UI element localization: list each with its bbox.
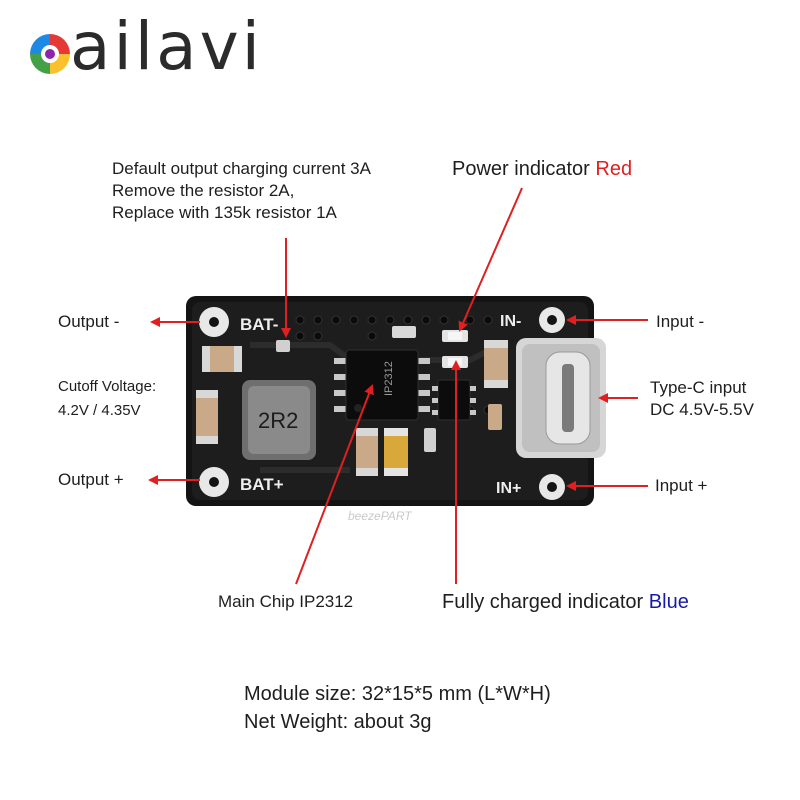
chip-marking: IP2312 [383, 361, 395, 396]
charge-current-note: Default output charging current 3A Remov… [112, 158, 371, 224]
cutoff-voltage-note: Cutoff Voltage: 4.2V / 4.35V [58, 375, 156, 423]
cutoff-line2: 4.2V / 4.35V [58, 402, 141, 419]
fully-charged-prefix: Fully charged indicator [442, 591, 649, 613]
net-weight: Net Weight: about 3g [244, 711, 432, 733]
output-plus-label: Output + [58, 470, 124, 489]
module-size: Module size: 32*15*5 mm (L*W*H) [244, 683, 551, 705]
passive-components [196, 326, 508, 476]
power-indicator-color-word: Red [595, 158, 633, 180]
input-minus-label: Input - [656, 312, 705, 331]
watermark: beezePART [348, 509, 413, 523]
typec-line2: DC 4.5V-5.5V [650, 400, 754, 419]
brand-logo: ailavi [18, 8, 260, 100]
in-plus-pad [539, 474, 565, 500]
inductor-label: 2R2 [258, 408, 298, 433]
arrow-main-chip [295, 384, 374, 585]
silk-bat-plus: BAT+ [240, 475, 284, 494]
specs-block: Module size: 32*15*5 mm (L*W*H) Net Weig… [244, 680, 551, 736]
input-plus-label: Input + [655, 476, 708, 495]
silk-in-minus: IN- [500, 313, 521, 330]
usb-type-c-connector [516, 338, 606, 458]
charge-current-line1: Default output charging current 3A [112, 159, 371, 178]
brand-name: ailavi [70, 8, 263, 85]
main-chip-label: Main Chip IP2312 [218, 592, 354, 611]
charge-current-line3: Replace with 135k resistor 1A [112, 203, 337, 222]
silk-bat-minus: BAT- [240, 315, 278, 334]
fully-charged-color-word: Blue [648, 591, 689, 613]
output-minus-label: Output - [58, 312, 120, 331]
typec-line1: Type-C input [650, 378, 747, 397]
in-minus-pad [539, 307, 565, 333]
charge-current-line2: Remove the resistor 2A, [112, 181, 295, 200]
bat-minus-pad [199, 307, 229, 337]
main-chip: IP2312 [334, 349, 430, 421]
logo-swirl-icon [30, 34, 70, 74]
silk-in-plus: IN+ [496, 480, 521, 497]
typec-note: Type-C input DC 4.5V-5.5V [650, 377, 754, 421]
bat-plus-pad [199, 467, 229, 497]
cutoff-line1: Cutoff Voltage: [58, 378, 157, 395]
arrow-power-indicator [458, 187, 523, 332]
aux-ic [432, 379, 476, 421]
power-indicator-prefix: Power indicator [452, 158, 596, 180]
inductor-2r2: 2R2 [242, 380, 316, 460]
power-indicator-label: Power indicator Red [452, 156, 632, 182]
fully-charged-label: Fully charged indicator Blue [442, 589, 689, 615]
callout-arrows [148, 187, 648, 585]
